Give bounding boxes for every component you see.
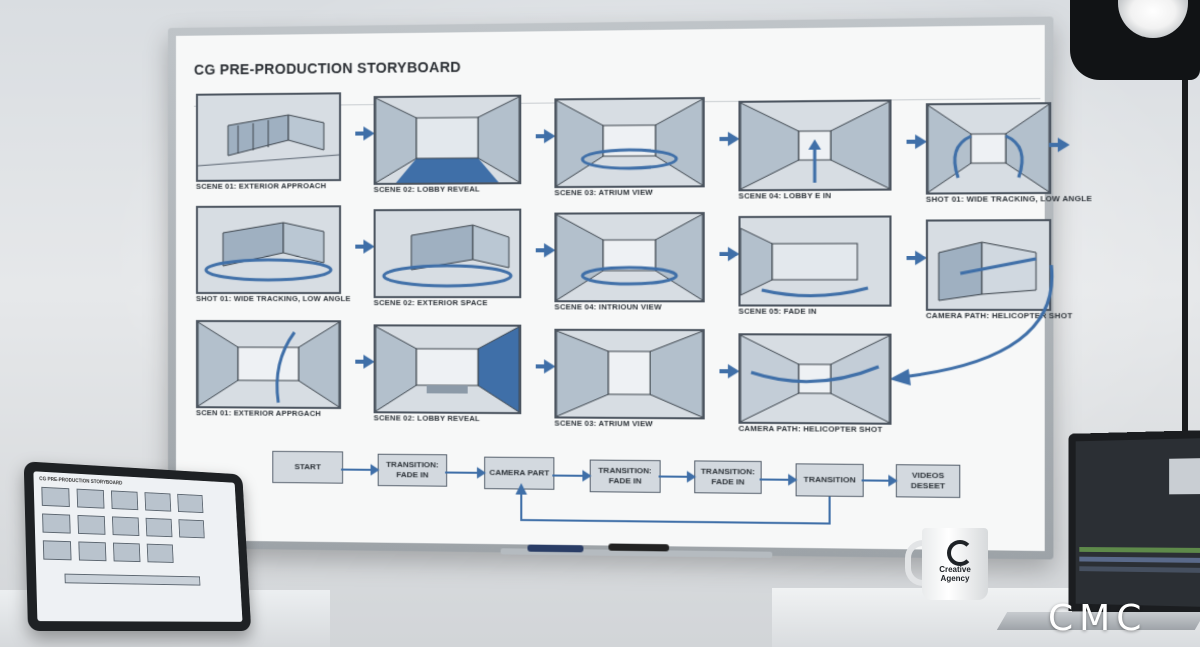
storyboard-title: CG PRE-PRODUCTION STORYBOARD (193, 58, 462, 78)
storyboard-panel (373, 208, 522, 299)
panel-caption: SCENE 04: LOBBY E IN (738, 190, 832, 201)
watermark-logo: CMC (1048, 598, 1148, 639)
storyboard-panel (554, 212, 705, 303)
marker-pen (527, 544, 584, 553)
flow-connectors (341, 461, 904, 528)
panel-caption: SCENE 02: EXTERIOR SPACE (373, 298, 488, 308)
flow-arrow (1057, 137, 1070, 153)
tablet: CG PRE-PRODUCTION STORYBOARD (23, 461, 252, 631)
panel-caption: SCENE 03: ATRIUM VIEW (554, 418, 653, 429)
storyboard-panel (195, 205, 342, 295)
tablet-thumb (112, 542, 141, 563)
tablet-thumb (76, 488, 105, 509)
storyboard-panel (925, 102, 1052, 195)
panel-caption: CAMERA PATH: HELICOPTER SHOT (738, 423, 883, 435)
storyboard-panel (738, 99, 892, 192)
storyboard-panel (195, 92, 342, 182)
storyboard-panel (373, 324, 522, 415)
light-stand (1182, 80, 1188, 440)
return-arrow (889, 265, 1062, 386)
storyboard-panel (373, 94, 522, 185)
tablet-thumb (111, 516, 140, 537)
tablet-thumb (145, 517, 173, 538)
storyboard-panel (554, 97, 705, 189)
mug-text-line1: Creative (939, 565, 971, 574)
mug-logo-icon (947, 540, 973, 566)
panel-caption: SCENE 05: FADE IN (738, 306, 817, 316)
storyboard-panel (195, 320, 342, 410)
timeline-track (1079, 556, 1200, 563)
tablet-screen: CG PRE-PRODUCTION STORYBOARD (33, 471, 243, 622)
panel-caption: SCENE 02: LOBBY REVEAL (373, 413, 480, 424)
tablet-thumb (178, 519, 205, 539)
tablet-title: CG PRE-PRODUCTION STORYBOARD (39, 476, 123, 487)
tablet-thumb (41, 486, 70, 508)
panel-caption: SHOT 01: WIDE TRACKING, LOW ANGLE (925, 193, 1093, 204)
timeline-track (1079, 566, 1200, 573)
panel-caption: SCENE 03: ATRIUM VIEW (554, 187, 653, 198)
tablet-thumb (177, 493, 204, 514)
tablet-thumb (146, 543, 174, 563)
timeline-track (1079, 547, 1200, 553)
tablet-thumb (110, 490, 139, 511)
storyboard-panel (554, 328, 705, 420)
preview-monitor (1169, 458, 1200, 495)
tablet-thumb (144, 492, 172, 512)
mug-text: Creative Agency (932, 565, 978, 584)
tablet-thumb (78, 541, 107, 562)
panel-caption: SCEN 01: EXTERIOR APPRGACH (195, 408, 321, 418)
storyboard-panel (738, 215, 892, 307)
whiteboard-surface: CG PRE-PRODUCTION STORYBOARD SCENE 01: E… (175, 24, 1092, 558)
flow-step: VIDEOS DESEET (895, 464, 961, 498)
laptop-screen (1068, 430, 1200, 615)
panel-caption: SCENE 02: LOBBY REVEAL (373, 184, 480, 195)
panel-caption: SHOT 01: WIDE TRACKING, LOW ANGLE (195, 294, 351, 304)
eraser (608, 543, 670, 552)
panel-caption: SCENE 01: EXTERIOR APPROACH (195, 181, 327, 191)
tablet-thumb (42, 540, 72, 561)
mug-handle (905, 540, 937, 586)
whiteboard: CG PRE-PRODUCTION STORYBOARD SCENE 01: E… (168, 16, 1092, 560)
mug-text-line2: Agency (940, 573, 970, 583)
video-editor-window (1075, 438, 1200, 607)
tablet-thumb (42, 513, 71, 534)
flow-step: START (272, 450, 344, 484)
panel-caption: SCENE 04: INTRIOUN VIEW (554, 302, 662, 312)
storyboard-panel (738, 333, 892, 425)
tablet-thumb (77, 514, 106, 535)
tablet-flowchart (64, 573, 201, 586)
storyboard-panel (925, 219, 1052, 311)
